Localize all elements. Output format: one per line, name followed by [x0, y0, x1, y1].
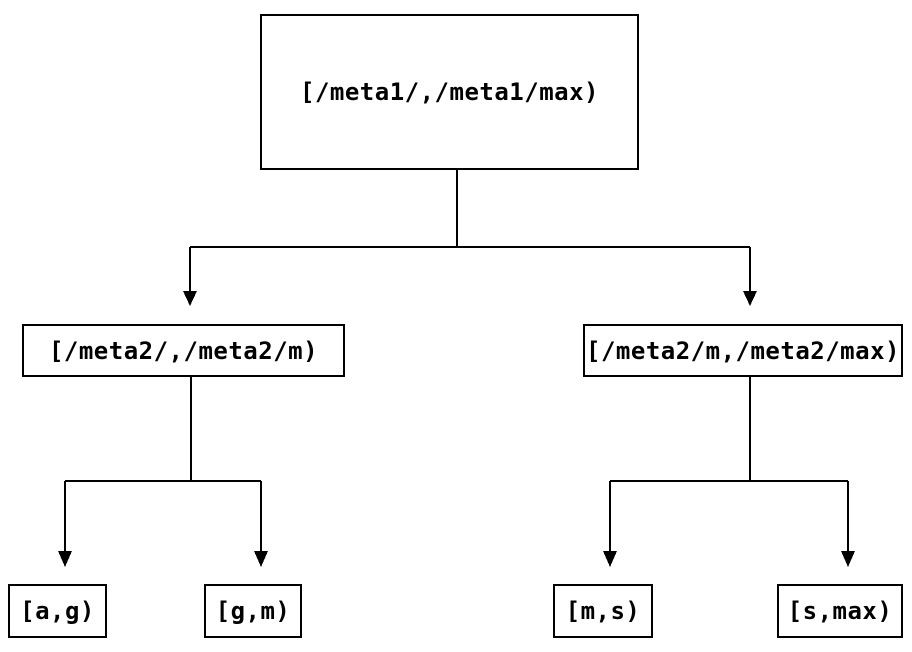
tree-node-leaf-gm: [g,m): [204, 584, 302, 638]
arrowhead-down-icon: [254, 551, 268, 567]
tree-node-meta2-left: [/meta2/,/meta2/m): [22, 324, 345, 377]
tree-node-leaf-smax: [s,max): [777, 584, 903, 638]
node-label: [s,max): [787, 597, 893, 625]
node-label: [/meta2/,/meta2/m): [48, 336, 319, 365]
arrowhead-down-icon: [841, 551, 855, 567]
arrowhead-down-icon: [58, 551, 72, 567]
arrowhead-down-icon: [603, 551, 617, 567]
tree-node-root: [/meta1/,/meta1/max): [260, 14, 639, 170]
tree-node-meta2-right: [/meta2/m,/meta2/max): [583, 324, 903, 377]
node-label: [g,m): [215, 597, 291, 625]
node-label: [/meta1/,/meta1/max): [300, 78, 599, 106]
arrowhead-down-icon: [183, 291, 197, 306]
tree-node-leaf-ag: [a,g): [8, 584, 107, 638]
tree-node-leaf-ms: [m,s): [553, 584, 653, 638]
arrowhead-down-icon: [743, 291, 757, 306]
node-label: [/meta2/m,/meta2/max): [586, 336, 900, 365]
node-label: [m,s): [565, 597, 641, 625]
node-label: [a,g): [20, 597, 95, 625]
